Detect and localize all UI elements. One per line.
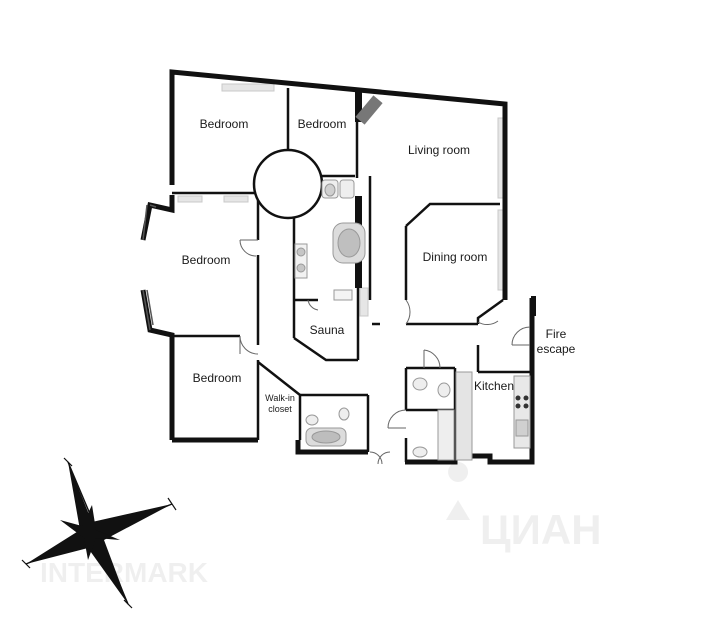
room-label-walkin-line2: closet <box>268 404 292 414</box>
cian-watermark: ЦИАН <box>446 462 602 553</box>
windows <box>177 83 505 317</box>
bathroom-fixtures <box>294 179 531 461</box>
room-label-sauna: Sauna <box>310 323 345 337</box>
room-label-kitchen: Kitchen <box>474 379 514 393</box>
structural-columns <box>355 92 536 316</box>
door-swings <box>239 239 531 465</box>
bay-window <box>142 204 157 331</box>
room-label-dining-room: Dining room <box>423 250 488 264</box>
interior-walls <box>172 88 530 462</box>
room-label-bedroom-top-left: Bedroom <box>200 117 249 131</box>
room-label-bedroom-top-middle: Bedroom <box>298 117 347 131</box>
svg-text:ЦИАН: ЦИАН <box>480 506 602 553</box>
agency-watermark: INTERMARK <box>40 557 208 588</box>
room-label-bedroom-left: Bedroom <box>182 253 231 267</box>
room-labels: Bedroom Bedroom Living room Bedroom Dini… <box>182 117 576 414</box>
room-label-bedroom-bottom: Bedroom <box>193 371 242 385</box>
room-label-fire-escape-line2: escape <box>537 342 576 356</box>
room-label-living-room: Living room <box>408 143 470 157</box>
compass-rose-icon <box>21 457 177 609</box>
room-label-walkin-line1: Walk-in <box>265 393 295 403</box>
rotunda <box>252 148 324 220</box>
room-label-fire-escape-line1: Fire <box>546 327 567 341</box>
